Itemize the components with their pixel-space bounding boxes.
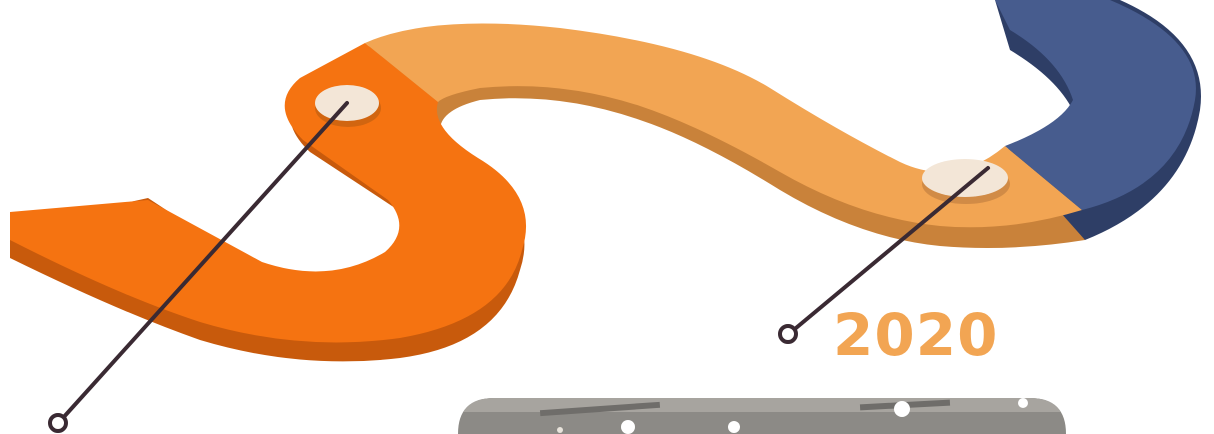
leader-endpoint-1: [50, 415, 66, 431]
photo-thumbnail: [458, 398, 1066, 434]
milestone-dot-2: [922, 159, 1008, 197]
milestone-year-2: 2020: [833, 306, 998, 364]
leader-endpoint-2: [780, 326, 796, 342]
